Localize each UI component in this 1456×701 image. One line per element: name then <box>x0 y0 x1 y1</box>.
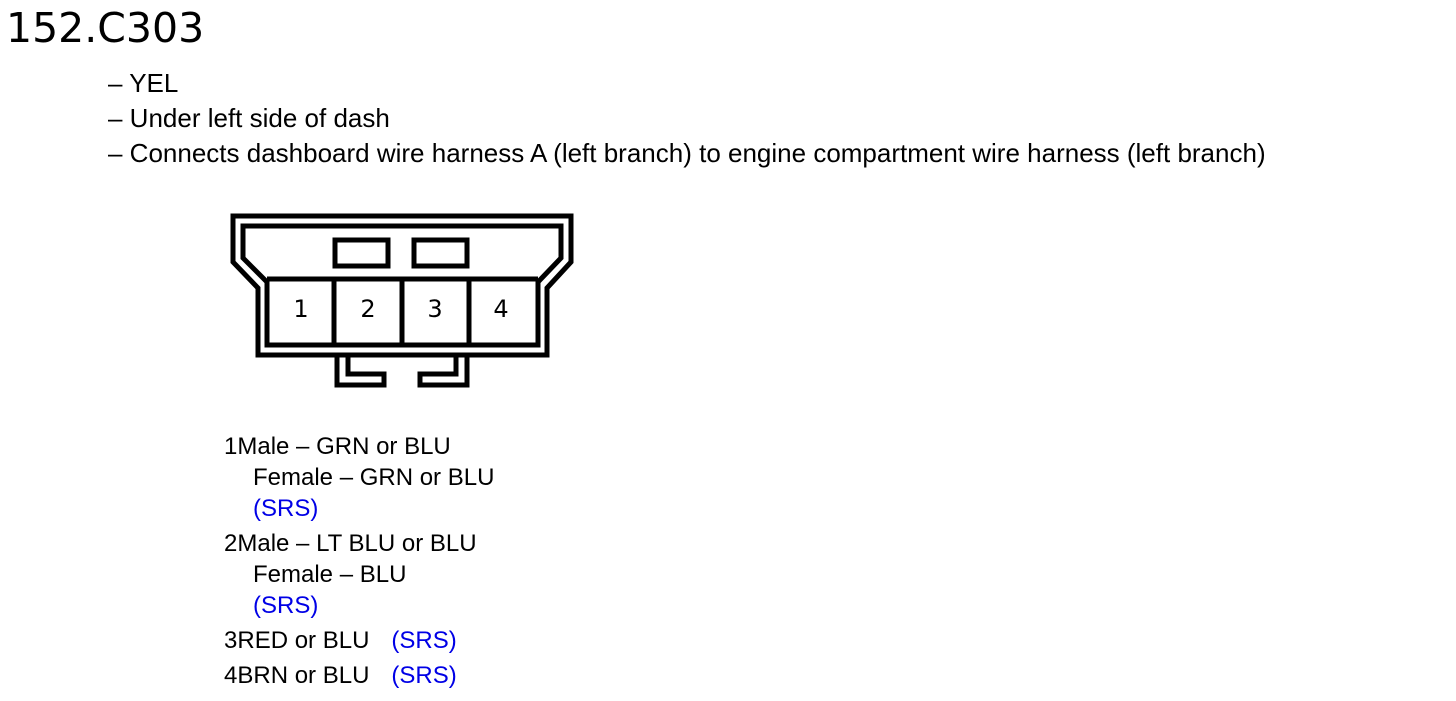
connector-title: 152.C303 <box>6 4 205 52</box>
note-location: – Under left side of dash <box>108 103 390 133</box>
pin-entry-3: 3RED or BLU (SRS) <box>224 625 494 656</box>
connector-inner-shell <box>240 223 564 348</box>
pin-male-wire: Male – LT BLU or BLU <box>237 530 477 557</box>
pin-number: 1 <box>224 433 238 460</box>
pin-male-wire: Male – GRN or BLU <box>237 433 451 460</box>
pin-female-wire: Female – GRN or BLU <box>253 464 495 491</box>
note-color: – YEL <box>108 68 179 98</box>
srs-tag: (SRS) <box>391 627 457 654</box>
pin-number: 3 <box>224 627 238 654</box>
key-tab-left <box>334 355 387 388</box>
pin-wire: BRN or BLU <box>237 662 370 689</box>
pin-female-wire: Female – BLU <box>253 561 407 588</box>
pin-number: 4 <box>224 662 238 689</box>
pin-list: 1Male – GRN or BLU Female – GRN or BLU (… <box>224 431 494 691</box>
pin-entry-2: 2Male – LT BLU or BLU Female – BLU (SRS) <box>224 528 494 621</box>
pin-wire: RED or BLU <box>237 627 370 654</box>
srs-tag: (SRS) <box>253 495 319 522</box>
pin-entry-4: 4BRN or BLU (SRS) <box>224 660 494 691</box>
cavity-label-3: 3 <box>427 295 442 323</box>
connector-notes: – YEL – Under left side of dash – Connec… <box>108 66 1266 171</box>
pin-number: 2 <box>224 530 238 557</box>
connector-face-diagram: 1 2 3 4 <box>230 213 574 388</box>
connector-outer-shell <box>230 213 574 358</box>
key-tab-right <box>417 355 470 388</box>
cavity-label-1: 1 <box>293 295 308 323</box>
note-connection: – Connects dashboard wire harness A (lef… <box>108 138 1266 168</box>
pin-entry-1: 1Male – GRN or BLU Female – GRN or BLU (… <box>224 431 494 524</box>
srs-tag: (SRS) <box>391 662 457 689</box>
srs-tag: (SRS) <box>253 592 319 619</box>
cavity-label-2: 2 <box>360 295 375 323</box>
locking-tab-right <box>411 237 470 269</box>
cavity-label-4: 4 <box>493 295 508 323</box>
locking-tab-left <box>332 237 391 269</box>
